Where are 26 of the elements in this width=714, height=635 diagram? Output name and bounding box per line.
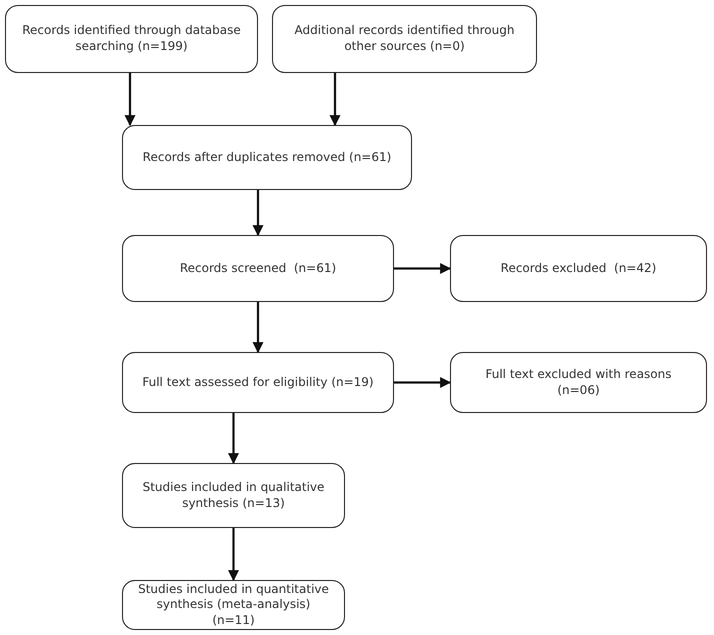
- process-box: [122, 125, 412, 190]
- box-label: Studies included in quantitative synthesis (meta-analysis) (n=11): [137, 582, 330, 628]
- process-box: [122, 235, 394, 302]
- box-label: Full text excluded with reasons (n=06): [484, 366, 672, 398]
- box-label: Studies included in qualitative synthesis (n=13): [142, 480, 326, 512]
- process-box: [272, 5, 537, 73]
- arrow: [252, 190, 264, 236]
- arrow: [228, 528, 239, 582]
- process-box: [450, 352, 707, 413]
- arrow: [330, 73, 340, 126]
- arrow: [394, 263, 452, 274]
- box-label: Additional records identified through other sources (n=0): [294, 23, 516, 55]
- box-label: Full text assessed for eligibility (n=19): [142, 374, 374, 390]
- process-box: [450, 235, 707, 302]
- box-label: Records screened (n=61): [180, 260, 336, 276]
- box-label: Records identified through database searching (n=199): [21, 23, 242, 55]
- arrow: [394, 377, 452, 388]
- process-box: [122, 463, 345, 528]
- process-box: [122, 352, 394, 413]
- box-label: Records excluded (n=42): [500, 260, 656, 276]
- box-label: Records after duplicates removed (n=61): [142, 150, 392, 166]
- arrow: [124, 73, 136, 126]
- arrow: [252, 302, 264, 354]
- process-box: [122, 580, 345, 630]
- process-box: [5, 5, 258, 73]
- arrow: [228, 413, 239, 464]
